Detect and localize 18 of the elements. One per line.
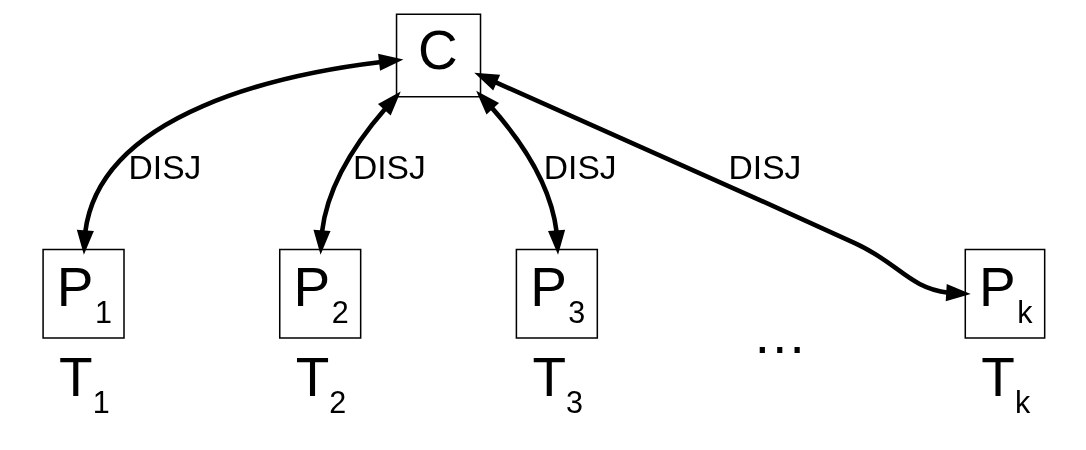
- node-box: P$_{2}$: [278, 248, 361, 339]
- node-label: T$_{k}$: [980, 345, 1030, 419]
- node-label: T$_{3}$: [531, 345, 583, 419]
- arrow: [473, 72, 971, 302]
- node-label: T$_{1}$: [58, 345, 110, 419]
- edge-label: DISJ: [352, 148, 426, 186]
- node-box: P$_{k}$: [964, 248, 1045, 339]
- arrow: [76, 53, 403, 255]
- node-label: T$_{2}$: [295, 345, 346, 419]
- label: …: [751, 302, 807, 365]
- node-box: P$_{3}$: [515, 248, 598, 339]
- node-box: P$_{1}$: [41, 248, 125, 339]
- arrow: [312, 91, 401, 255]
- edge-label: DISJ: [543, 148, 617, 186]
- edge-label: DISJ: [728, 148, 801, 186]
- arrow: [475, 90, 565, 255]
- edge-label: DISJ: [128, 148, 201, 186]
- node-box: C: [395, 13, 481, 98]
